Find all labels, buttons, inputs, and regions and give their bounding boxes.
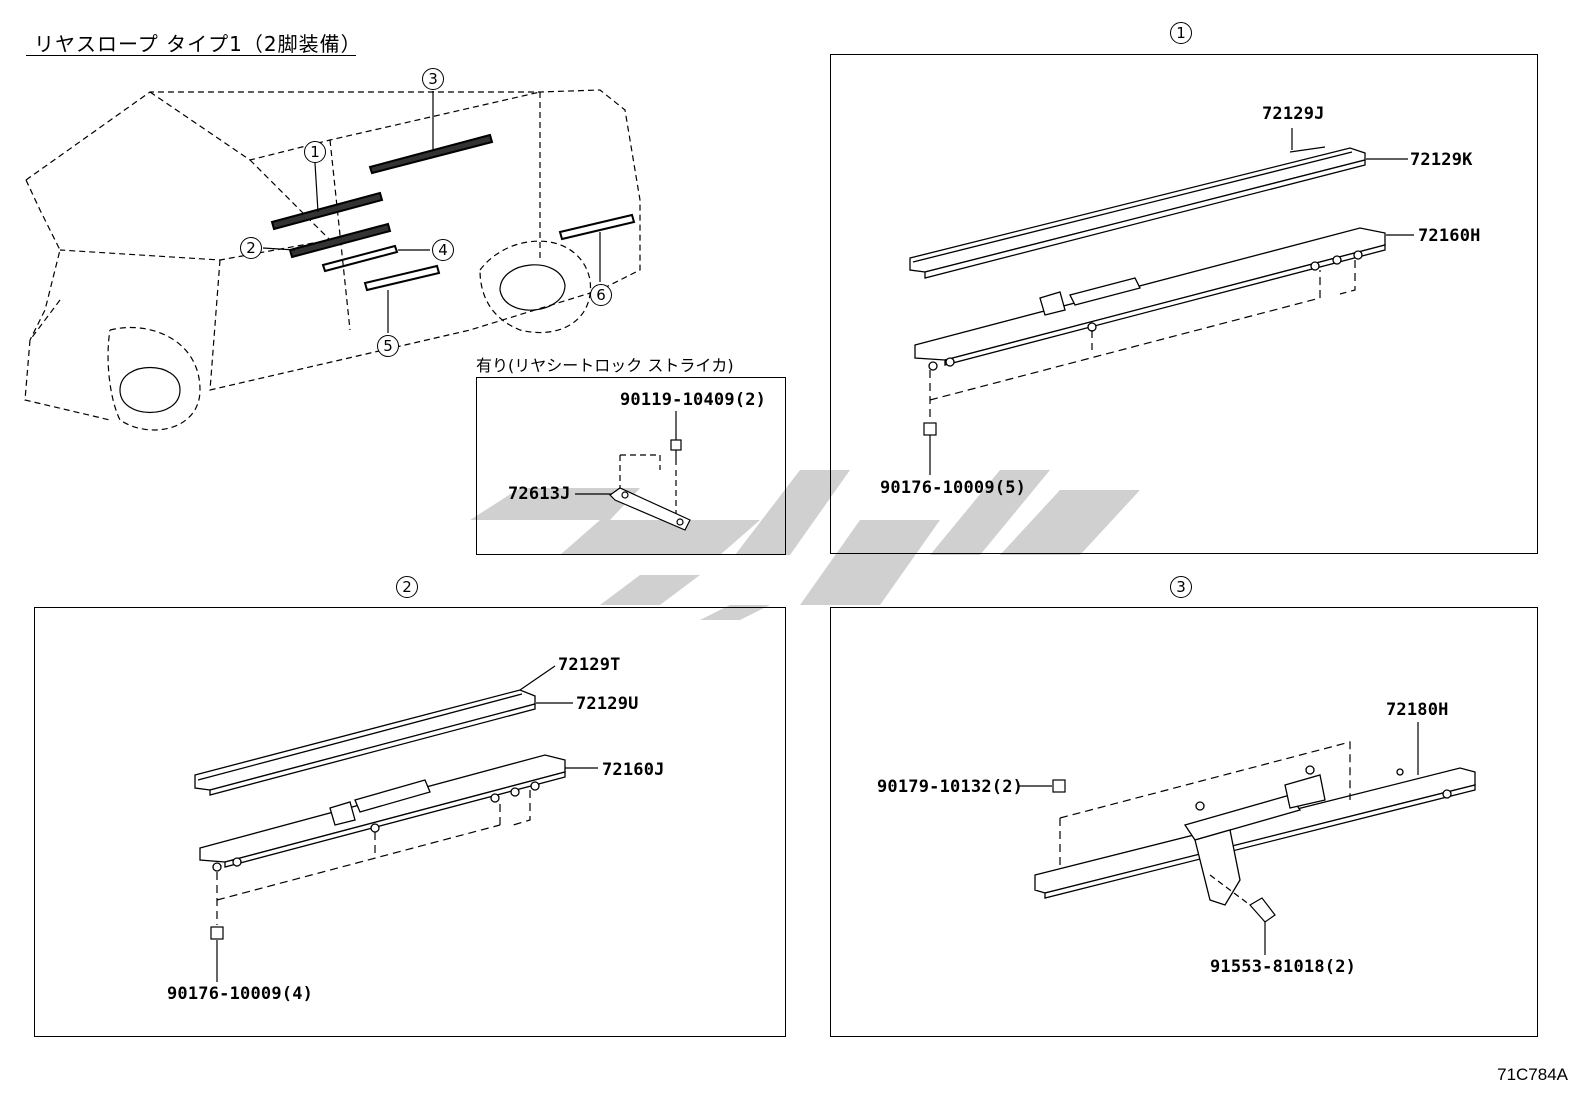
diagram-title: リヤスロープ タイプ1（2脚装備） — [34, 32, 362, 56]
panel2-box — [34, 607, 786, 1037]
part-72160J[interactable]: 72160J — [602, 760, 665, 780]
part-90119-10409[interactable]: 90119-10409(2) — [620, 390, 767, 410]
panel1-box — [830, 54, 1538, 554]
striker-inset-box — [476, 377, 786, 555]
callout-3: 3 — [422, 68, 444, 90]
striker-inset-art — [575, 411, 691, 531]
drawing-code: 71C784A — [1497, 1065, 1568, 1084]
callout-4: 4 — [432, 239, 454, 261]
part-72613J[interactable]: 72613J — [508, 484, 571, 504]
panel3-box — [830, 607, 1538, 1037]
inset-label: 有り(リヤシートロック ストライカ) — [476, 356, 734, 375]
watermark-logo — [470, 470, 1140, 620]
part-72129K[interactable]: 72129K — [1410, 150, 1473, 170]
part-90176-10009-5[interactable]: 90176-10009(5) — [880, 478, 1027, 498]
panel1-marker: 1 — [1170, 22, 1192, 44]
callout-1: 1 — [304, 141, 326, 163]
panel3-rail — [1034, 765, 1476, 906]
overview-parts — [270, 133, 636, 292]
vehicle-overview — [24, 89, 641, 431]
part-72160H[interactable]: 72160H — [1418, 226, 1481, 246]
part-72129U[interactable]: 72129U — [576, 694, 639, 714]
part-91553-81018[interactable]: 91553-81018(2) — [1210, 957, 1357, 977]
part-90179-10132[interactable]: 90179-10132(2) — [877, 777, 1024, 797]
part-72129J[interactable]: 72129J — [1262, 104, 1325, 124]
part-72129T[interactable]: 72129T — [558, 655, 621, 675]
callout-2: 2 — [240, 237, 262, 259]
panel1-rails — [909, 146, 1386, 371]
part-72180H[interactable]: 72180H — [1386, 700, 1449, 720]
callout-6: 6 — [590, 284, 612, 306]
panel2-marker: 2 — [396, 576, 418, 598]
panel3-marker: 3 — [1170, 576, 1192, 598]
callout-5: 5 — [377, 335, 399, 357]
panel2-rails — [194, 689, 566, 872]
part-90176-10009-4[interactable]: 90176-10009(4) — [167, 984, 314, 1004]
title-underline — [26, 55, 356, 56]
